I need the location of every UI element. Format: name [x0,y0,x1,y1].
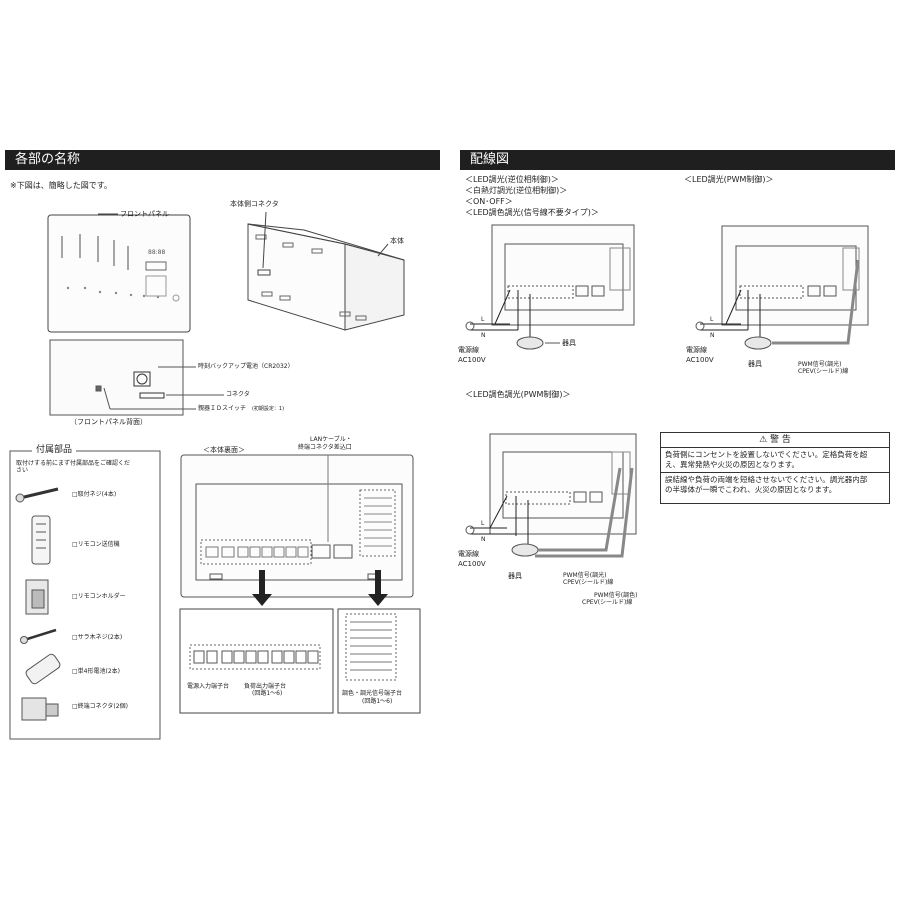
remote-icon [31,515,51,565]
terminal-detail-boxes [179,608,421,714]
a-N: N [481,332,486,339]
id-switch-text: 親器ＩＤスイッチ [198,405,247,412]
power-terminal-label: 電源入力端子台 [187,683,230,690]
accessories-drawing [9,450,161,740]
panel-back-caption: （フロントパネル背面） [70,418,147,426]
id-switch-note: (初期設定：1) [251,406,285,412]
mode-c: ＜LED調色調光(PWM制御)＞ [465,390,571,399]
c-power-line: 電源線 [458,550,479,558]
panel-back-drawing [49,339,224,416]
battery-label: 時刻バックアップ電池（CR2032） [198,363,294,370]
id-switch-label: 親器ＩＤスイッチ (初期設定：1) [198,405,284,412]
load-terminal-label-1: 負荷出力端子台 [244,683,287,690]
accessory-item-holder: □リモコンホルダー [72,593,126,600]
c-pwm-color-1: PWM信号(調色) [594,592,638,599]
warning-p1-line1: 負荷側にコンセントを設置しないでください。定格負荷を超 [665,450,868,459]
b-pwm-dim-2: CPEV(シールド)線 [798,368,849,375]
accessories-intro-2: さい [16,467,29,474]
b-ac: AC100V [686,356,714,364]
b-pwm-dim-1: PWM信号(調光) [798,361,842,368]
panel-clock-display: 88:88 [148,249,166,256]
accessory-item-wood-screw: □サラ木ネジ(2本) [72,634,123,641]
warning-box: ⚠ 警 告 負荷側にコンセントを設置しないでください。定格負荷を超 え、異常発熱… [660,432,890,504]
body-connector-label: 本体側コネクタ [230,200,279,208]
accessory-item-terminator: □終端コネクタ(2個) [72,703,128,710]
c-pwm-dim-1: PWM信号(調光) [563,572,607,579]
b-power-line: 電源線 [686,346,707,354]
warning-p2-line2: の半導体が一瞬でこわれ、火災の原因となります。 [665,485,837,494]
b-L: L [710,316,714,323]
connector-label: コネクタ [226,391,250,398]
wiring-diagram-a [465,224,635,350]
lan-label-2: 終端コネクタ差込口 [298,444,352,451]
a-L: L [481,316,485,323]
holder-icon [25,579,49,615]
simplified-note: ※下図は、簡略した図です。 [10,181,112,190]
b-N: N [710,332,715,339]
wood-screw-icon [20,628,57,644]
accessory-item-screw: □取付ネジ(4本) [72,491,117,498]
warning-title: 警 告 [770,435,791,445]
screw-icon [15,487,59,503]
mode-a-1: ＜LED調光(逆位相制御)＞ [465,175,559,184]
battery-icon [25,653,61,685]
warning-paragraph-2: 誤結線や負荷の両端を短絡させないでください。調光器内部 の半導体が一瞬でこわれ、… [661,472,889,497]
c-L: L [481,520,485,527]
mode-a-2: ＜白熱灯調光(逆位相制御)＞ [465,186,568,195]
warning-p2-line1: 誤結線や負荷の両端を短絡させないでください。調光器内部 [665,475,868,484]
accessories-title: 付属部品 [32,445,77,456]
mode-a-3: ＜ON･OFF＞ [465,197,513,206]
section-header-wiring: 配線図 [460,150,895,170]
signal-terminal-label-1: 調色・調光信号端子台 [342,690,403,697]
accessory-item-battery: □単4形電池(2本) [72,668,120,675]
body-back-drawing [180,454,414,598]
accessory-item-remote: □リモコン送信機 [72,541,120,548]
a-fixture: 器具 [562,339,576,347]
front-panel-drawing [47,213,191,333]
accessories-intro-1: 取付けする前にまず付属部品をご確認くだ [16,460,131,467]
signal-terminal-label-2: (回路1〜6) [362,698,393,705]
warning-header: ⚠ 警 告 [661,433,889,448]
warning-paragraph-1: 負荷側にコンセントを設置しないでください。定格負荷を超 え、異常発熱や火災の原因… [661,448,889,472]
mode-a-4: ＜LED調色調光(信号線不要タイプ)＞ [465,208,599,217]
c-pwm-dim-2: CPEV(シールド)線 [563,579,614,586]
section-header-parts: 各部の名称 [5,150,440,170]
mode-b: ＜LED調光(PWM制御)＞ [684,175,774,184]
terminator-icon [21,697,59,721]
load-terminal-label-2: (回路1〜6) [252,690,283,697]
c-ac: AC100V [458,560,486,568]
c-N: N [481,536,486,543]
front-panel-label: フロントパネル [120,210,169,218]
lan-label-1: LANケーブル・ [310,436,352,443]
warning-p1-line2: え、異常発熱や火災の原因となります。 [665,460,800,469]
warning-triangle-icon: ⚠ [759,435,768,445]
body-unit-drawing [247,211,405,331]
c-fixture: 器具 [508,572,522,580]
b-fixture: 器具 [748,360,762,368]
wiring-diagram-b [695,225,869,350]
a-ac: AC100V [458,356,486,364]
detail-arrows [252,570,388,606]
a-power-line: 電源線 [458,346,479,354]
body-label: 本体 [390,237,404,245]
c-pwm-color-2: CPEV(シールド)線 [582,599,633,606]
body-back-label: ＜本体裏面＞ [203,446,245,454]
wiring-diagram-c [465,433,637,558]
